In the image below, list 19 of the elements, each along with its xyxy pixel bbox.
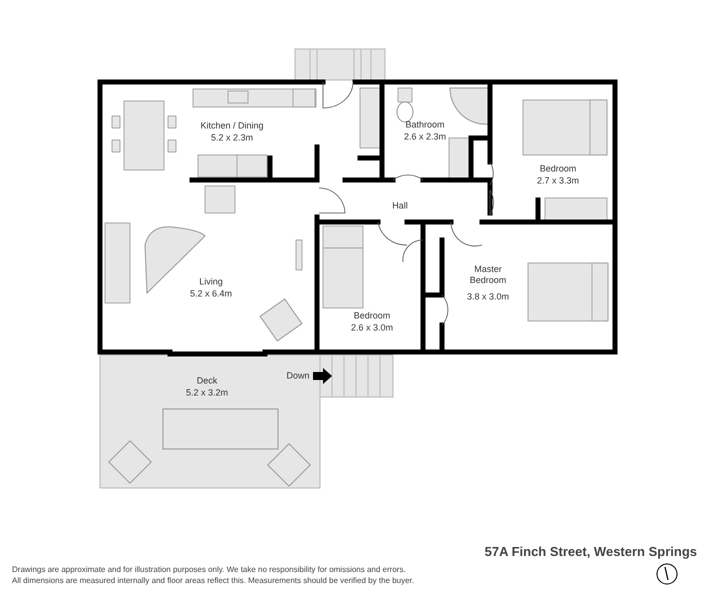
room-size: 5.2 x 3.2m <box>186 388 228 398</box>
disclaimer-note: Drawings are approximate and for illustration purposes only. We take no responsibility for omissions and errors. <box>12 565 406 574</box>
room-size: 3.8 x 3.0m <box>466 292 510 302</box>
address-heading: 57A Finch Street, Western Springs <box>484 544 697 559</box>
room-size: 5.2 x 6.4m <box>190 288 232 300</box>
disclaimer-note: All dimensions are measured internally and floor areas reflect this. Measurements should be verified by the buyer. <box>12 576 414 585</box>
room-size: 2.7 x 3.3m <box>536 176 580 186</box>
room-name: Living <box>199 276 223 288</box>
stair-label: Down <box>286 370 310 382</box>
room-name: Bathroom <box>405 120 445 130</box>
room-name: Bedroom <box>354 310 390 322</box>
room-name: Master Bedroom <box>468 264 508 286</box>
room-name: Deck <box>196 376 218 386</box>
room-size: 5.2 x 2.3m <box>210 132 254 144</box>
room-name: Bedroom <box>540 164 576 174</box>
room-size: 2.6 x 2.3m <box>404 132 446 142</box>
room-name: Kitchen / Dining <box>200 120 264 132</box>
room-name: Hall <box>392 200 408 212</box>
room-size: 2.6 x 3.0m <box>350 322 394 334</box>
